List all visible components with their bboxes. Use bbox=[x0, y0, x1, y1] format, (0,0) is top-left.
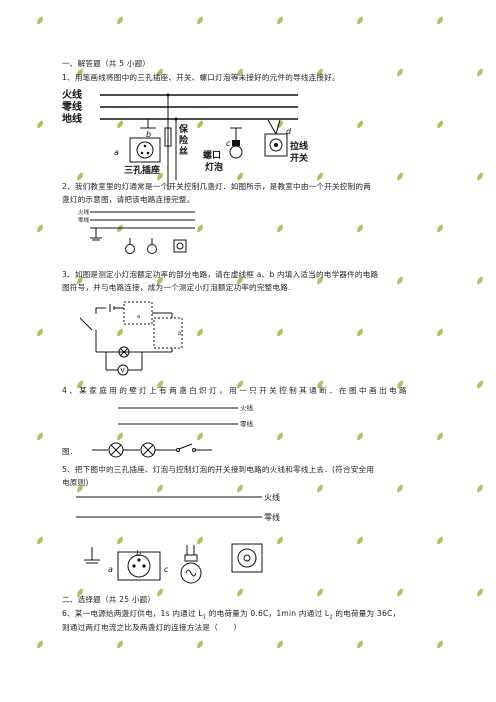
svg-text:a: a bbox=[114, 148, 119, 157]
svg-text:c: c bbox=[164, 565, 169, 574]
svg-text:火线: 火线 bbox=[240, 403, 254, 412]
svg-text:a: a bbox=[137, 314, 140, 320]
svg-text:b: b bbox=[136, 549, 141, 558]
svg-text:保: 保 bbox=[178, 123, 189, 135]
question-2-line-2: 盏灯的示意图，请把该电路连接完整。 bbox=[62, 195, 195, 204]
question-2-line-1: 2、我们教室里的灯通常是一个开关控制几盏灯．如图所示，是教室中由一个开关控制的两 bbox=[62, 182, 371, 191]
svg-text:火线: 火线 bbox=[264, 492, 280, 502]
live-wire-label: 火线 bbox=[62, 88, 82, 101]
svg-text:零线: 零线 bbox=[78, 216, 90, 224]
svg-text:开关: 开关 bbox=[290, 152, 308, 164]
svg-text:拉线: 拉线 bbox=[290, 140, 308, 152]
svg-text:螺口: 螺口 bbox=[203, 149, 221, 161]
question-4-tail: 图． bbox=[62, 447, 78, 456]
socket-label: 三孔插座 bbox=[124, 164, 160, 176]
question-4: 4、某家庭用的壁灯上有两盏白炽灯，用一只开关控制其通断．在图中画出电路 bbox=[62, 386, 410, 395]
svg-text:火线: 火线 bbox=[78, 208, 90, 216]
svg-text:灯泡: 灯泡 bbox=[205, 161, 223, 173]
svg-text:a: a bbox=[108, 565, 113, 574]
three-pin-socket bbox=[129, 137, 161, 163]
svg-text:b: b bbox=[178, 331, 181, 337]
svg-text:零线: 零线 bbox=[264, 512, 280, 522]
pull-switch bbox=[264, 119, 288, 157]
question-6-line-2: 则通过两灯电流之比及两盏灯的连接方法是（ ） bbox=[62, 623, 242, 632]
svg-text:V: V bbox=[121, 368, 126, 375]
svg-text:c: c bbox=[226, 139, 231, 148]
question-1: 1、用笔画线将图中的三孔插座、开关、螺口灯泡等未接好的元件的导线连接好。 bbox=[62, 73, 340, 82]
section-heading-1: 一、解答题（共 5 小题） bbox=[62, 59, 151, 68]
svg-text:d: d bbox=[286, 127, 292, 136]
svg-text:零线: 零线 bbox=[240, 419, 254, 428]
question-5-line-1: 5、把下图中的三孔插座、灯泡与控制灯泡的开关接到电路的火线和零线上去．(符合安全… bbox=[62, 465, 375, 474]
svg-text:险: 险 bbox=[179, 134, 189, 146]
question-3-line-1: 3、如图是测定小灯泡额定功率的部分电路，请在虚线框 a、b 内填入适当的电学器件… bbox=[62, 270, 379, 279]
ground-wire-label: 地线 bbox=[62, 112, 82, 125]
screw-bulb bbox=[229, 127, 243, 159]
neutral-wire-label: 零线 bbox=[61, 100, 82, 113]
question-6-line-1: 6、某一电源给两盏灯供电，1s 内通过 L1 的电荷量为 0.6C，1min 内… bbox=[62, 609, 401, 621]
svg-text:b: b bbox=[146, 130, 151, 139]
question-3-line-2: 图符号，并与电路连接，成为一个测定小灯泡额定功率的完整电路. bbox=[62, 283, 291, 292]
svg-text:丝: 丝 bbox=[179, 145, 188, 157]
section-heading-2: 二、选择题（共 25 小题） bbox=[62, 595, 156, 604]
question-5-line-2: 电原则) bbox=[62, 478, 89, 487]
